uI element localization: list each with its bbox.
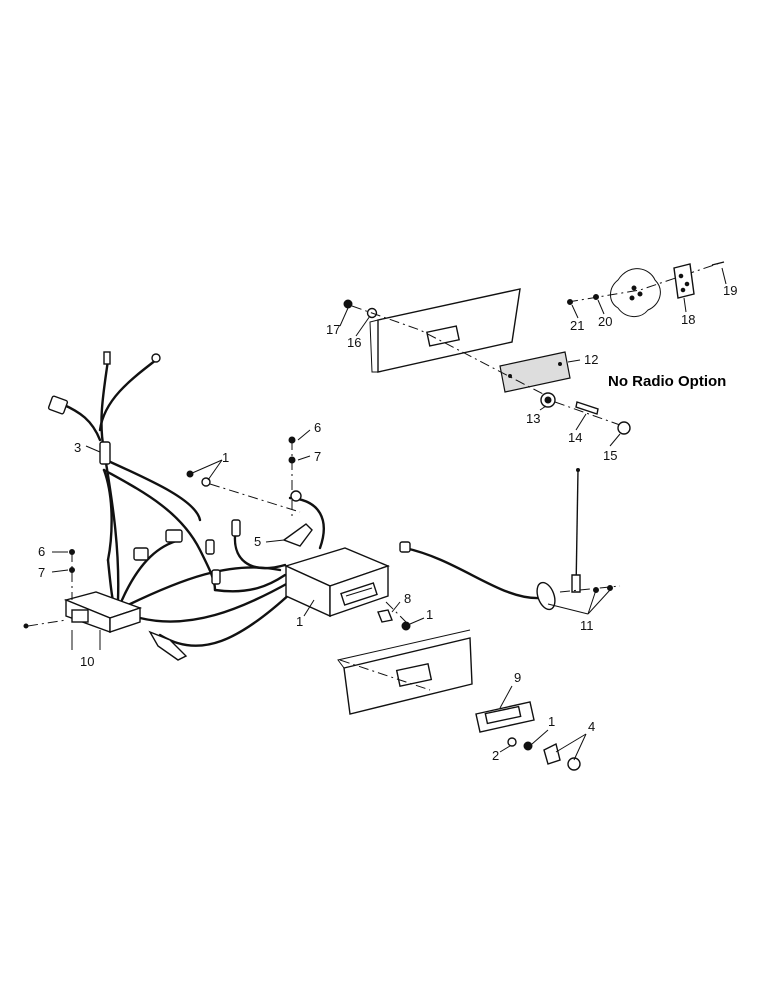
no-radio-option-note: No Radio Option [608,373,726,390]
radio-unit [284,547,390,618]
callout-7-lower: 7 [38,565,45,580]
blank-plate [499,351,571,393]
callout-7-upper: 7 [314,449,321,464]
bezel [475,701,535,733]
lower-dash-panel [337,629,473,715]
callout-16: 16 [347,335,361,350]
callout-12: 12 [584,352,598,367]
callout-15: 15 [603,448,617,463]
antenna [536,468,621,611]
knob-hardware [507,737,581,771]
callout-1-bracket: 1 [222,450,229,465]
mount-bracket [186,436,313,547]
callout-9: 9 [514,670,521,685]
fasteners-upper [343,299,631,435]
remote-unit [23,549,143,650]
leader-lines [51,267,727,761]
speaker-cover-assembly [567,261,725,317]
callout-1-radio: 1 [296,614,303,629]
callout-1-nut: 1 [426,607,433,622]
wiring-harness [47,351,542,661]
callout-21: 21 [570,318,584,333]
radio-front-hardware [377,601,411,631]
callout-5: 5 [254,534,261,549]
callout-14: 14 [568,430,582,445]
callout-11: 11 [580,618,594,633]
callout-10: 10 [80,654,94,669]
callout-13: 13 [526,411,540,426]
callout-8: 8 [404,591,411,606]
callout-20: 20 [598,314,612,329]
callout-4: 4 [588,719,595,734]
callout-17: 17 [326,322,340,337]
callout-18: 18 [681,312,695,327]
callout-1-knob: 1 [548,714,555,729]
callout-19: 19 [723,283,737,298]
upper-dash-panel [369,288,521,373]
callout-6-upper: 6 [314,420,321,435]
callout-2: 2 [492,748,499,763]
callout-3: 3 [74,440,81,455]
callout-6-lower: 6 [38,544,45,559]
